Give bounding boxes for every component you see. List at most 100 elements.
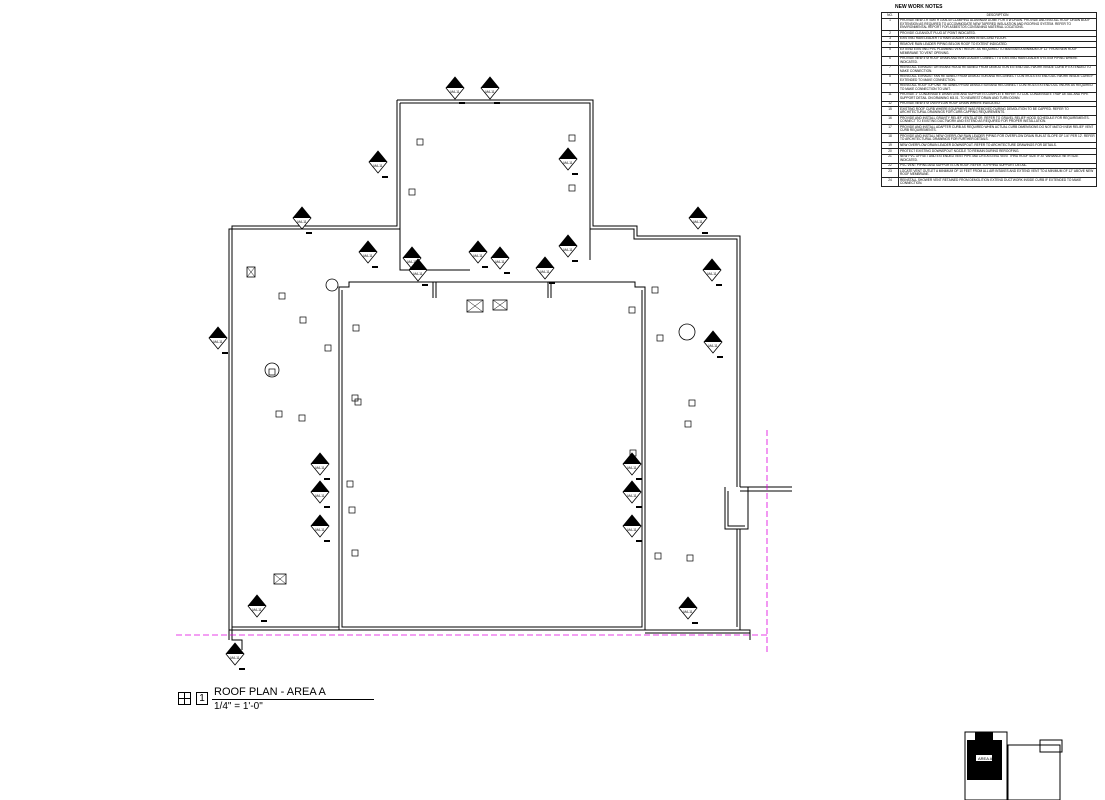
note-tag-label: MA-11 xyxy=(693,220,702,224)
note-description: LOCATE VENT OUTLET A MINIMUM OF 10 FEET … xyxy=(898,168,1097,179)
note-tag-label: MA-11 xyxy=(315,494,324,498)
drain-symbol xyxy=(264,362,280,378)
equipment-curb xyxy=(492,299,508,311)
match-line xyxy=(176,430,768,652)
note-tag-label: MA-11 xyxy=(627,466,636,470)
note-number: 11 xyxy=(881,91,899,102)
note-tag: MA-11 xyxy=(310,452,330,480)
note-tag-label: MA-11 xyxy=(563,161,572,165)
note-tag: MA-11 xyxy=(480,76,500,104)
note-tag: MA-11 xyxy=(622,514,642,542)
note-tag: MA-11 xyxy=(688,206,708,234)
vent-symbol xyxy=(628,306,636,314)
note-tag-label: MA-11 xyxy=(708,344,717,348)
note-tag-label: MA-11 xyxy=(627,528,636,532)
vent-symbol xyxy=(352,324,360,332)
note-description: PROVIDE AND INSTALL GRAVITY RELIEF VENTI… xyxy=(898,115,1097,126)
note-number: 5 xyxy=(881,46,899,57)
note-description: PROVIDE NEW 4"Ø ROOF DRAIN AND RAIN LEAD… xyxy=(898,55,1097,66)
vent-symbol xyxy=(568,134,576,142)
note-tag: MA-11 xyxy=(622,452,642,480)
note-tag: MA-11 xyxy=(358,240,378,268)
note-tag-label: MA-11 xyxy=(563,248,572,252)
note-tag: MA-11 xyxy=(445,76,465,104)
vent-symbol xyxy=(346,480,354,488)
vent-symbol xyxy=(416,138,424,146)
note-tag-label: MA-11 xyxy=(315,528,324,532)
note-number: 17 xyxy=(881,124,899,135)
vent-symbol xyxy=(654,552,662,560)
key-plan-highlight xyxy=(967,732,1002,780)
note-tag: MA-11 xyxy=(408,258,428,286)
vent-symbol xyxy=(684,420,692,428)
vent-symbol xyxy=(651,286,659,294)
note-tag-label: MA-11 xyxy=(495,260,504,264)
note-tag: MA-11 xyxy=(703,330,723,358)
vent-symbol xyxy=(298,414,306,422)
note-tag-label: MA-11 xyxy=(297,220,306,224)
vent-symbol xyxy=(351,394,359,402)
note-tag: MA-11 xyxy=(535,256,555,284)
note-description: REINSTALL SHOWER VENT RETAINED FROM DEMO… xyxy=(898,177,1097,188)
note-tag: MA-11 xyxy=(225,642,245,670)
notes-title: NEW WORK NOTES xyxy=(895,4,943,10)
note-tag-label: MA-11 xyxy=(230,656,239,660)
note-tag: MA-11 xyxy=(247,594,267,622)
drawing-number: 1 xyxy=(196,692,208,705)
key-plan-area-label: AREA A xyxy=(978,756,993,761)
equipment-curb xyxy=(466,299,484,313)
note-description: PROVIDE 1" CONDENSATE DRAIN LINE AND SUP… xyxy=(898,91,1097,102)
note-tag-label: MA-11 xyxy=(540,270,549,274)
note-tag-label: MA-11 xyxy=(413,272,422,276)
note-tag: MA-11 xyxy=(678,596,698,624)
note-tag: MA-11 xyxy=(310,480,330,508)
vent-symbol xyxy=(324,344,332,352)
vent-symbol xyxy=(568,184,576,192)
note-description: REINSTALL EXHAUST OR INTAKE HOOD RETAINE… xyxy=(898,64,1097,75)
note-tag-label: MA-11 xyxy=(363,254,372,258)
note-number: 15 xyxy=(881,106,899,117)
vent-symbol xyxy=(268,368,276,376)
note-number: 1 xyxy=(881,17,899,32)
vent-symbol xyxy=(278,292,286,300)
drawing-title-block: 1 ROOF PLAN - AREA A 1/4" = 1'-0" xyxy=(176,685,376,715)
note-number: 6 xyxy=(881,55,899,66)
equipment-curb xyxy=(273,573,287,585)
drawing-symbol-icon xyxy=(178,692,191,705)
note-description: EXISTING ROOF CURB WHERE EQUIPMENT WAS R… xyxy=(898,106,1097,117)
vent-symbol xyxy=(351,549,359,557)
note-tag: MA-11 xyxy=(558,234,578,262)
drawing-title: ROOF PLAN - AREA A xyxy=(214,686,326,698)
note-tag-label: MA-11 xyxy=(315,466,324,470)
note-tag: MA-11 xyxy=(292,206,312,234)
vent-symbol xyxy=(299,316,307,324)
note-tag: MA-11 xyxy=(208,326,228,354)
note-tag: MA-11 xyxy=(702,258,722,286)
note-description: NEW PVC OFFSET AND EXTENDED VENT PIPE MA… xyxy=(898,153,1097,164)
note-number: 7 xyxy=(881,64,899,75)
note-number: 21 xyxy=(881,153,899,164)
note-tag: MA-11 xyxy=(490,246,510,274)
vent-symbol xyxy=(629,449,637,457)
vent-symbol xyxy=(408,188,416,196)
vent-symbol xyxy=(688,399,696,407)
vent-symbol xyxy=(348,506,356,514)
note-tag-label: MA-11 xyxy=(683,610,692,614)
note-tag-label: MA-11 xyxy=(627,494,636,498)
note-tag-label: MA-11 xyxy=(213,340,222,344)
